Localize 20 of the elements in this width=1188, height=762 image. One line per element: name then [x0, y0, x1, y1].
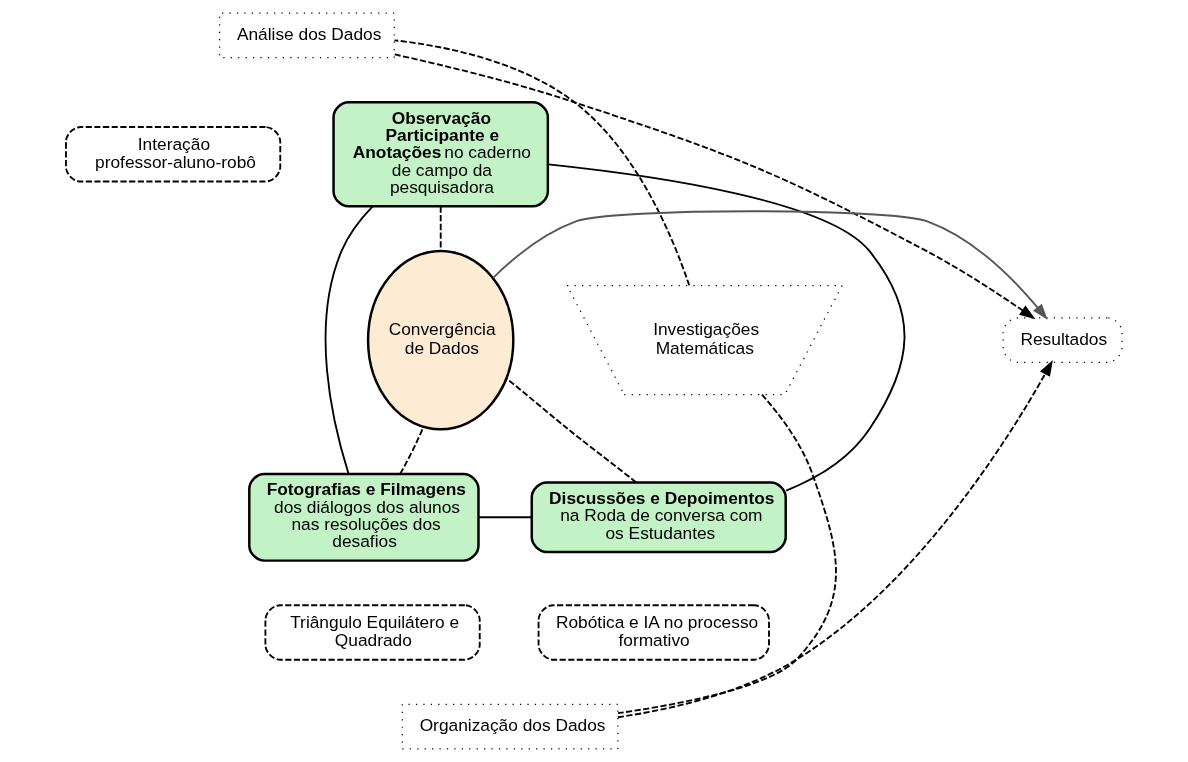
node-box: Triângulo Equilátero e Quadrado — [264, 604, 481, 661]
arrow — [393, 53, 1036, 320]
node-ellipse: Convergência de Dados — [366, 249, 515, 431]
connector — [617, 393, 837, 715]
connector — [399, 426, 425, 475]
connector — [505, 377, 637, 484]
node-box: Observação Participante e Anotações no caderno de campo da pesquisadora — [332, 101, 550, 208]
arrow — [617, 360, 1053, 719]
connector — [547, 163, 906, 492]
node-box: Organização dos Dados — [401, 703, 619, 750]
node-box: Fotografias e Filmagens dos diálogos dos alunos nas resoluções dos desafios — [248, 472, 480, 562]
node-box: Robótica e IA no processo formativo — [537, 604, 770, 661]
connector — [393, 39, 691, 287]
node-box: Resultados — [1002, 317, 1123, 364]
node-box: Interação professor-aluno-robô — [65, 126, 282, 183]
connector — [477, 516, 533, 519]
arrow — [492, 210, 1048, 320]
node-box: Discussões e Depoimentos na Roda de conversa com os Estudantes — [530, 481, 787, 554]
connector — [324, 205, 374, 475]
node-box: Análise dos Dados — [218, 12, 395, 59]
